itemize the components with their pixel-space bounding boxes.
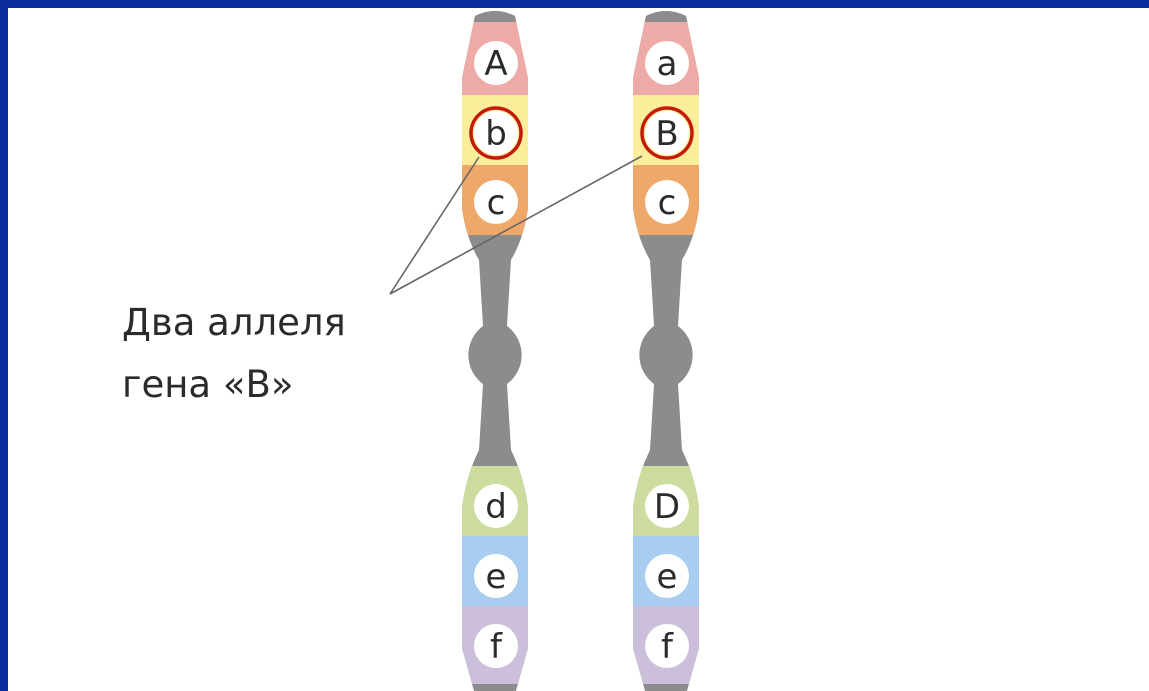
gene-label-A: A bbox=[484, 44, 507, 84]
gene-label-bg bbox=[645, 484, 689, 528]
gene-label-c: c bbox=[658, 183, 677, 223]
caption-line-1: Два аллеля bbox=[122, 301, 346, 344]
allele-pointers bbox=[389, 155, 643, 295]
telomere-bottom bbox=[633, 684, 699, 691]
telomere-top bbox=[633, 11, 699, 22]
gene-label-bg bbox=[474, 554, 518, 598]
chromosome-left: Abc def bbox=[462, 11, 528, 691]
gene-label-bg bbox=[474, 111, 518, 155]
gene-label-bg bbox=[474, 41, 518, 85]
telomere-bottom bbox=[462, 684, 528, 691]
gene-label-a: a bbox=[657, 44, 678, 84]
telomere-top bbox=[462, 11, 528, 22]
gene-label-B: B bbox=[655, 114, 678, 154]
gene-label-bg bbox=[474, 484, 518, 528]
gene-label-d: d bbox=[485, 487, 507, 527]
gene-label-e: e bbox=[657, 557, 678, 597]
highlight-ring bbox=[469, 106, 523, 160]
gene-label-bg bbox=[645, 624, 689, 668]
gene-label-D: D bbox=[654, 487, 680, 527]
pointer-line-left bbox=[389, 156, 480, 295]
gene-label-bg bbox=[474, 624, 518, 668]
gene-label-bg bbox=[645, 41, 689, 85]
gene-label-f: f bbox=[661, 627, 674, 667]
gene-label-b: b bbox=[485, 114, 507, 154]
gene-label-f: f bbox=[490, 627, 503, 667]
gene-label-bg bbox=[474, 180, 518, 224]
gene-label-e: e bbox=[486, 557, 507, 597]
gene-label-c: c bbox=[487, 183, 506, 223]
pointer-line-right bbox=[389, 155, 643, 295]
gene-label-bg bbox=[645, 180, 689, 224]
highlight-ring bbox=[640, 106, 694, 160]
caption-line-2: гена «В» bbox=[122, 363, 294, 406]
gene-label-bg bbox=[645, 111, 689, 155]
gene-label-bg bbox=[645, 554, 689, 598]
